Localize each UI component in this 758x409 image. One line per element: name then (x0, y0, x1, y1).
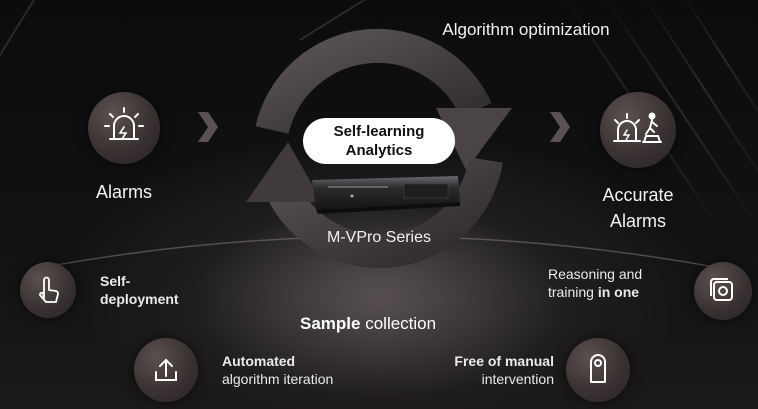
chevron-right-icon (550, 112, 570, 142)
nvr-device-image (312, 176, 460, 214)
reasoning-line2-bold: in one (597, 284, 640, 300)
center-badge: Self-learning Analytics (303, 118, 455, 164)
center-badge-line1: Self-learning (333, 123, 425, 140)
product-name: M-VPro Series (326, 229, 432, 246)
automated-bold: Automated (222, 353, 296, 369)
automated-iteration-label: Automated algorithm iteration (222, 352, 392, 388)
reasoning-training-label: Reasoning and training in one (548, 265, 678, 301)
siren-icon (104, 107, 144, 140)
alarms-label: Alarms (95, 182, 152, 202)
center-badge-line2: Analytics (345, 142, 413, 159)
layers-icon (710, 278, 733, 301)
automated-rest: algorithm iteration (222, 371, 334, 387)
alarms-node (88, 92, 160, 164)
automated-iteration-node (134, 338, 198, 402)
reasoning-training-node (694, 262, 752, 320)
cycle-arrows (246, 28, 512, 269)
hand-pointer-icon (39, 276, 59, 303)
sample-collection-label: Sample collection (300, 314, 490, 334)
sample-collection-rest: collection (360, 314, 437, 333)
free-of-manual-rest: intervention (481, 371, 554, 387)
free-of-manual-bold: Free of manual (454, 353, 554, 369)
self-deployment-line1: Self- (100, 273, 131, 289)
self-deployment-line2: deployment (100, 291, 179, 307)
self-deployment-label: Self- deployment (100, 272, 210, 308)
self-deployment-node (20, 262, 76, 318)
top-label: Algorithm optimization (442, 20, 610, 39)
reasoning-line1: Reasoning and (548, 266, 643, 282)
accurate-alarms-line1: Accurate (602, 185, 674, 205)
accurate-alarms-node (600, 92, 676, 168)
free-of-manual-label: Free of manual intervention (410, 352, 554, 388)
accurate-alarms-line2: Alarms (609, 211, 666, 231)
siren-person-car-icon (613, 112, 662, 143)
door-hanger-icon (590, 354, 606, 383)
reasoning-line2-prefix: training (548, 284, 598, 300)
accurate-alarms-label: Accurate Alarms (588, 182, 688, 234)
sample-collection-bold: Sample (300, 314, 361, 333)
free-of-manual-node (566, 338, 630, 402)
chevron-right-icon (198, 112, 218, 142)
upload-icon (155, 358, 177, 381)
